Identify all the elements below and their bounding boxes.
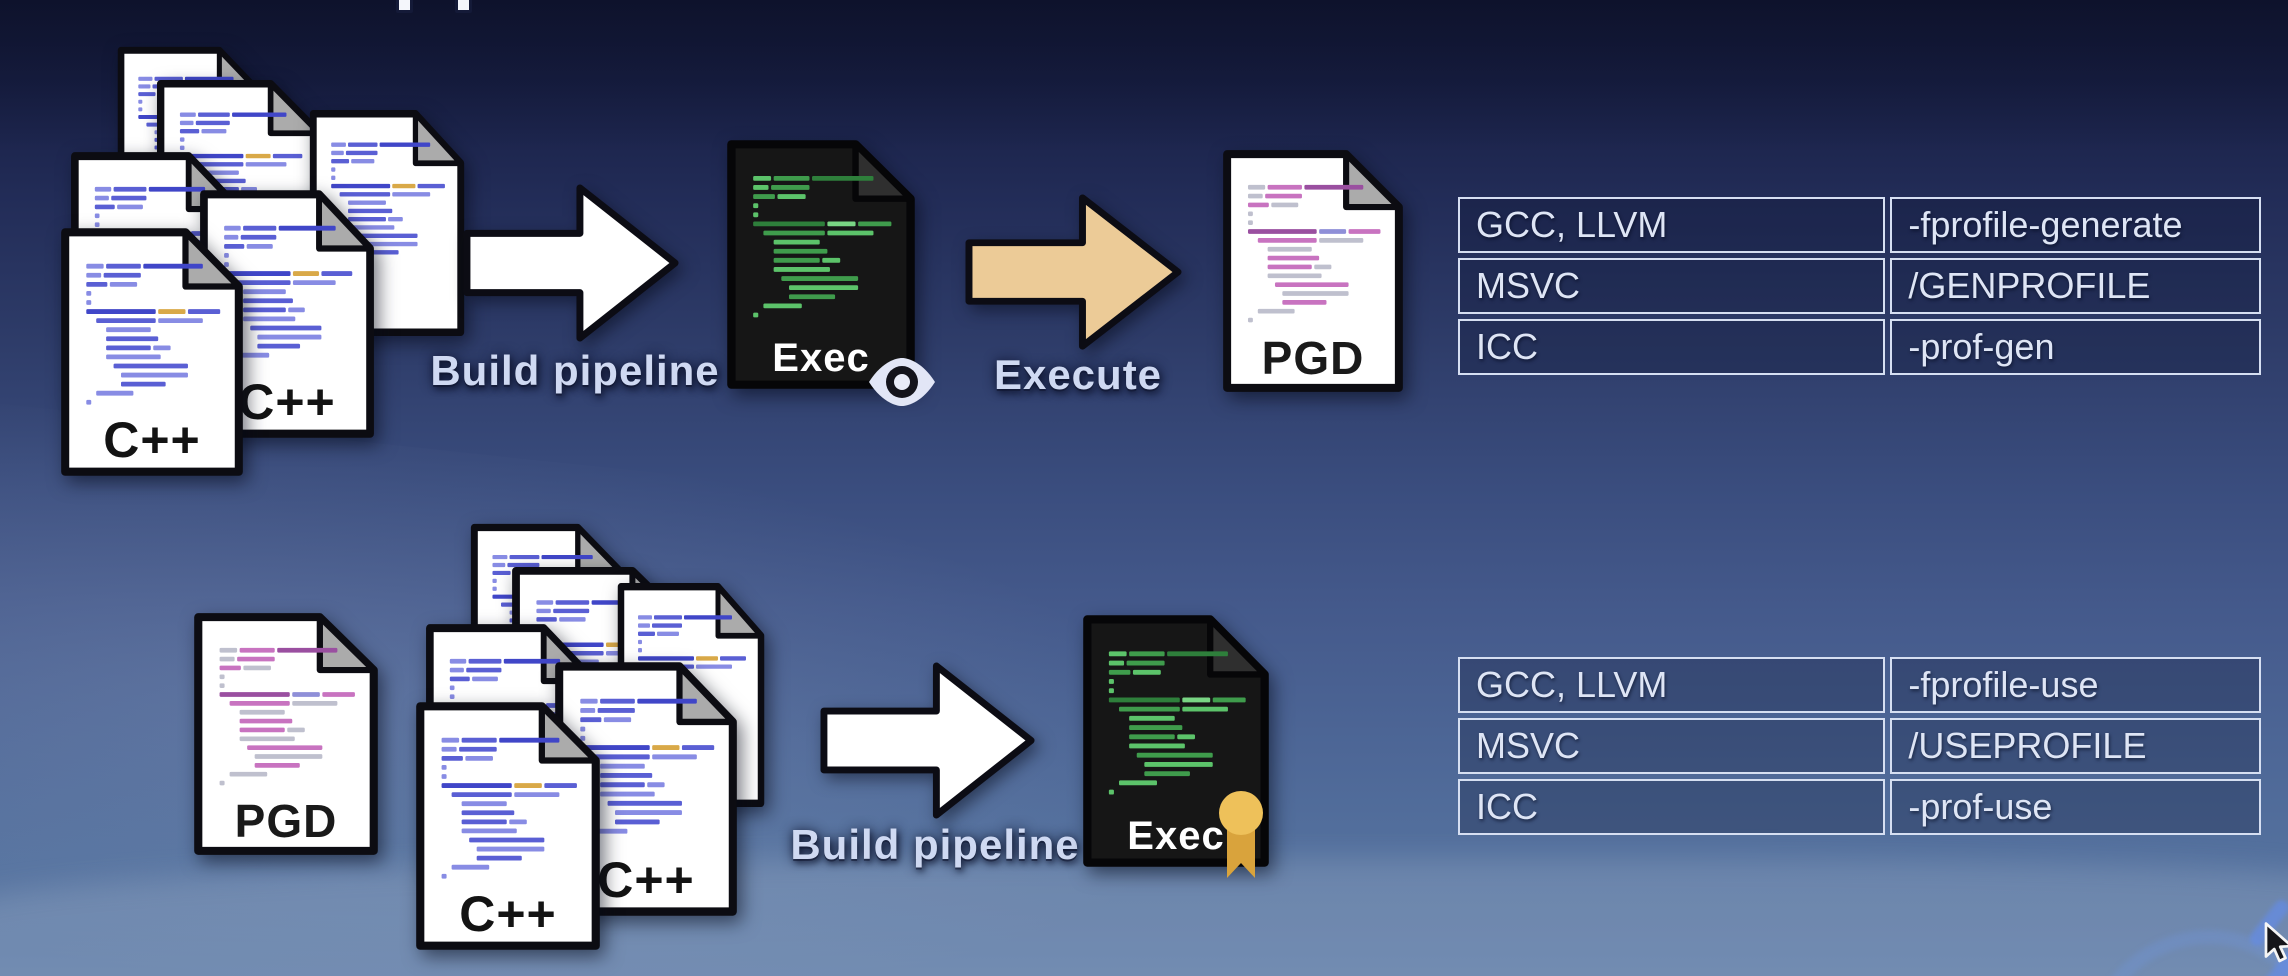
build-pipeline-label-top: Build pipeline [430, 347, 720, 394]
pgd-profile-doc: PGD [1221, 148, 1405, 394]
compiler-cell: ICC [1458, 779, 1886, 835]
optimized-exec-doc: Exec [1081, 613, 1271, 869]
cpp-source-doc: C++ [59, 226, 245, 478]
flag-cell: -fprofile-generate [1890, 197, 2261, 253]
table-row: MSVC/GENPROFILE [1458, 258, 2261, 314]
flag-cell: /GENPROFILE [1890, 258, 2261, 314]
doc-label: Exec [1127, 814, 1225, 858]
cpp-source-doc: C++ [414, 700, 602, 952]
build-pipeline-arrow-top [463, 184, 679, 342]
compiler-cell: ICC [1458, 319, 1886, 375]
execute-arrow [965, 194, 1182, 350]
table-row: GCC, LLVM-fprofile-generate [1458, 197, 2261, 253]
mouse-cursor [2264, 922, 2288, 963]
flag-cell: -prof-use [1890, 779, 2261, 835]
eye-icon [866, 355, 938, 409]
flag-cell: -fprofile-use [1890, 657, 2261, 713]
compiler-cell: GCC, LLVM [1458, 197, 1886, 253]
instrumented-exec-doc: Exec [725, 138, 917, 391]
table-row: ICC-prof-use [1458, 779, 2261, 835]
cpp-source-doc: C++ [553, 660, 739, 918]
build-pipeline-label-bottom: Build pipeline [790, 821, 1080, 868]
medal-icon [1218, 790, 1264, 882]
compiler-cell: MSVC [1458, 718, 1886, 774]
doc-label: C++ [238, 374, 336, 430]
flag-cell: /USEPROFILE [1890, 718, 2261, 774]
compiler-cell: MSVC [1458, 258, 1886, 314]
doc-label: PGD [1261, 332, 1365, 384]
execute-label: Execute [993, 351, 1163, 398]
build-pipeline-arrow-bottom [820, 662, 1035, 819]
flag-cell: -prof-gen [1890, 319, 2261, 375]
cropped-title-fragment [396, 0, 413, 13]
table-row: MSVC/USEPROFILE [1458, 718, 2261, 774]
doc-label: Exec [772, 336, 870, 380]
table-row: GCC, LLVM-fprofile-use [1458, 657, 2261, 713]
cropped-title-fragment [455, 0, 472, 13]
pgd-profile-doc: PGD [192, 611, 380, 857]
background-wave-bottom [0, 858, 2288, 976]
compiler-cell: GCC, LLVM [1458, 657, 1886, 713]
doc-label: C++ [597, 852, 695, 908]
doc-label: PGD [234, 795, 338, 847]
table-row: ICC-prof-gen [1458, 319, 2261, 375]
doc-label: C++ [459, 886, 557, 942]
doc-label: C++ [103, 412, 201, 468]
